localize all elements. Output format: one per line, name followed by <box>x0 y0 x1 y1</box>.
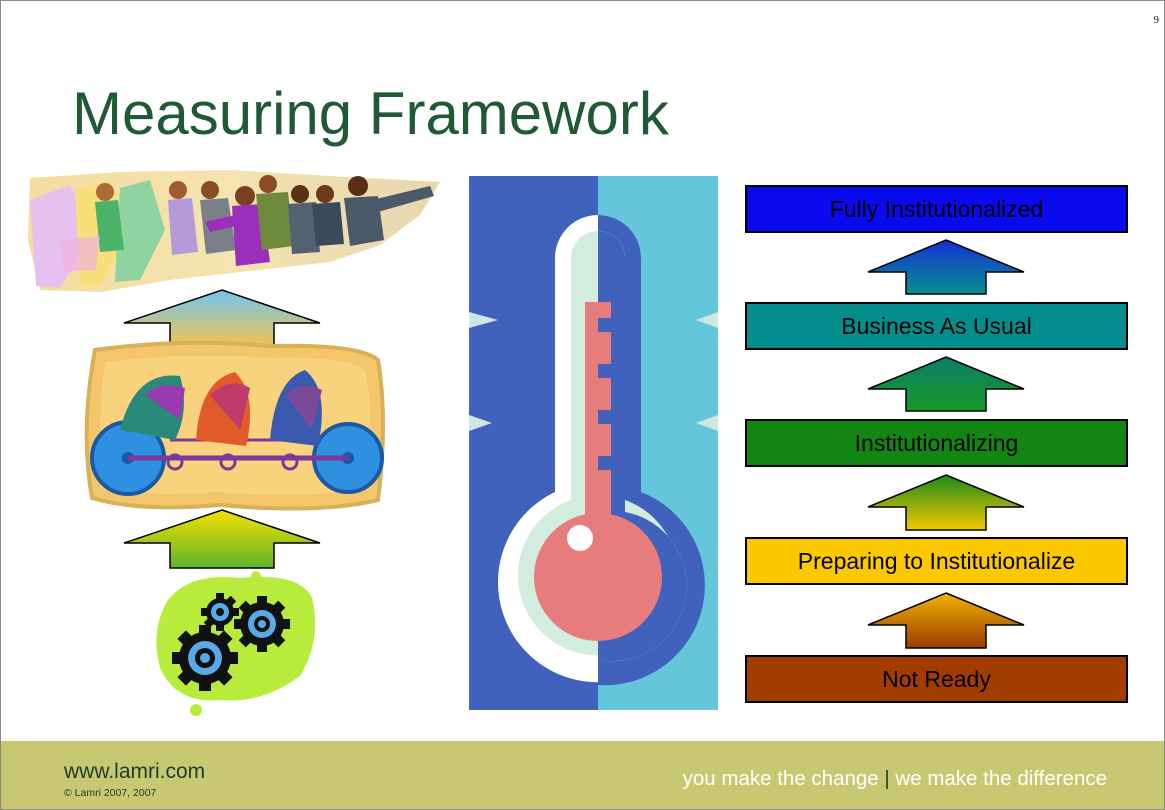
up-arrow-icon <box>867 239 1025 295</box>
people-running-clipart-icon <box>28 170 440 292</box>
footer-url[interactable]: www.lamri.com <box>64 760 206 783</box>
up-arrow-icon <box>867 474 1025 531</box>
up-arrow-icon <box>123 509 321 569</box>
stage-business-as-usual: Business As Usual <box>745 302 1128 350</box>
stage-label: Fully Institutionalized <box>829 195 1044 222</box>
stage-label: Institutionalizing <box>854 429 1019 456</box>
up-arrow-icon <box>867 592 1025 649</box>
footer-bar: www.lamri.com © Lamri 2007, 2007 you mak… <box>0 741 1165 810</box>
stage-label: Preparing to Institutionalize <box>797 547 1076 574</box>
up-arrow-icon <box>867 356 1025 412</box>
stage-label: Business As Usual <box>841 312 1032 339</box>
up-arrow-icon <box>123 289 321 349</box>
stage-preparing-to-institutionalize: Preparing to Institutionalize <box>745 537 1128 585</box>
tandem-bicycle-clipart-icon <box>84 340 385 511</box>
stage-institutionalizing: Institutionalizing <box>745 419 1128 467</box>
thermometer-icon <box>469 176 718 710</box>
slide-title: Measuring Framework <box>72 80 669 147</box>
gears-clipart-icon <box>156 571 316 716</box>
stage-not-ready: Not Ready <box>745 655 1128 703</box>
page-number: 9 <box>1153 14 1160 26</box>
footer-tagline: you make the change | we make the differ… <box>683 767 1107 791</box>
stage-fully-institutionalized: Fully Institutionalized <box>745 185 1128 233</box>
tagline-separator: | <box>884 767 890 790</box>
tagline-left: you make the change <box>682 767 879 790</box>
tagline-right: we make the difference <box>895 767 1107 790</box>
footer-copyright: © Lamri 2007, 2007 <box>64 787 157 799</box>
stage-label: Not Ready <box>882 665 991 692</box>
